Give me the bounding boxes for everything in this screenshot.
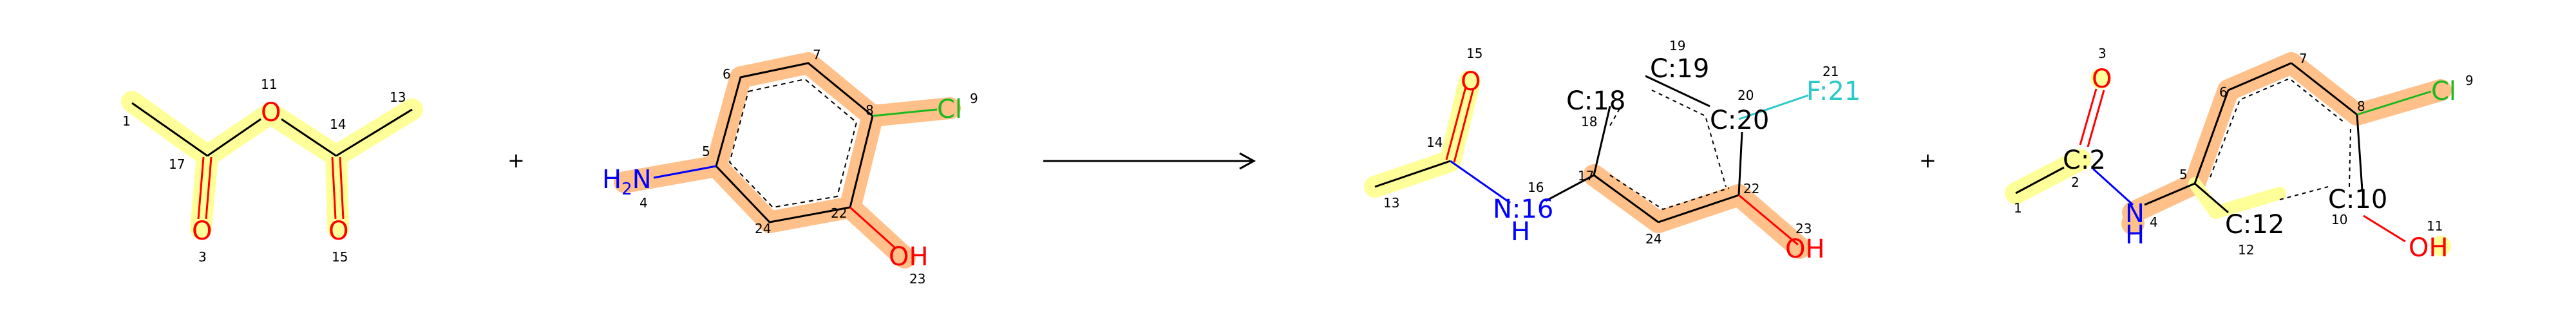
atom-index: 9 — [2465, 73, 2474, 88]
atom-label-f: F:21 — [1806, 77, 1861, 106]
atom-index: 13 — [1383, 195, 1399, 211]
atom-index: 17 — [1578, 168, 1594, 184]
atom-index: 9 — [970, 91, 978, 106]
atom-index: 6 — [2219, 84, 2228, 100]
atom-index: 5 — [702, 144, 710, 159]
atom-label-cl: Cl — [937, 95, 962, 124]
atom-index: 3 — [2098, 46, 2107, 61]
atom-index: 2 — [2071, 175, 2079, 190]
atom-index: 22 — [831, 205, 847, 221]
atom-index: 19 — [1669, 38, 1685, 53]
product-chloro-acetamide: O 3 C:2 2 N H 4 C:12 12 C:10 10 Cl 9 OH … — [2005, 46, 2474, 263]
atom-label-cl: Cl — [2431, 77, 2456, 106]
atom-index: 1 — [2014, 200, 2022, 216]
product-fluoro-acetamide: O 15 N:16 H 16 C:18 18 C:19 19 C:20 20 F… — [1364, 38, 1861, 264]
atom-index: 24 — [1645, 231, 1662, 247]
atom-label-h: H — [1511, 217, 1530, 247]
atom-label-o: O — [2092, 64, 2112, 94]
atom-label-amine: H2N — [602, 165, 652, 199]
atom-label-o: O — [192, 216, 212, 246]
atom-index: 8 — [2357, 99, 2365, 114]
atom-index: 24 — [755, 221, 771, 236]
atom-index: 15 — [1466, 46, 1482, 61]
plus-sign: + — [507, 148, 525, 173]
bond-layer — [2015, 62, 2432, 243]
atom-label-c: C:12 — [2225, 210, 2284, 240]
highlight-layer — [614, 52, 961, 269]
atom-label-c: C:2 — [2063, 146, 2106, 175]
atom-index: 7 — [813, 47, 821, 62]
atom-index: 8 — [866, 102, 874, 118]
atom-label-c: C:10 — [2328, 185, 2387, 214]
atom-index: 4 — [2150, 214, 2158, 230]
atom-index: 14 — [330, 117, 346, 132]
atom-index: 18 — [1581, 114, 1597, 129]
bond-layer — [131, 102, 413, 220]
reactant-aminochlorophenol: H2N 4 Cl 9 OH 23 6 7 5 8 24 22 — [602, 47, 978, 287]
atom-label-oh: OH — [2409, 233, 2448, 263]
atom-index: 5 — [2179, 167, 2188, 182]
atom-index: 16 — [1528, 180, 1544, 195]
atom-index: 22 — [1743, 181, 1759, 196]
atom-index: 12 — [2238, 242, 2254, 258]
reaction-arrow-icon — [1043, 152, 1256, 170]
atom-label-h: H — [2125, 220, 2145, 250]
atom-index: 4 — [639, 195, 648, 211]
atom-label-oh: OH — [889, 242, 929, 272]
plus-sign: + — [1919, 148, 1937, 173]
atom-index: 13 — [390, 90, 406, 105]
atom-index: 1 — [122, 113, 131, 129]
bond-layer — [653, 62, 938, 249]
atom-index: 15 — [332, 249, 348, 265]
atom-index: 6 — [723, 66, 731, 82]
atom-index: 14 — [1426, 135, 1443, 150]
atom-label-c: C:18 — [1566, 86, 1625, 116]
atom-label-o: O — [328, 216, 348, 246]
atom-index: 20 — [1738, 88, 1754, 103]
atom-index: 7 — [2299, 51, 2307, 66]
atom-label-o: O — [261, 98, 281, 128]
atom-label-n: N — [2125, 199, 2145, 229]
atom-index: 23 — [909, 271, 925, 287]
atom-index: 11 — [261, 77, 277, 92]
atom-index: 11 — [2427, 218, 2443, 234]
atom-label-c: C:20 — [1710, 106, 1769, 135]
atom-label-n: N:16 — [1493, 194, 1553, 224]
atom-label-o: O — [1461, 67, 1481, 97]
reactant-acetic-anhydride: O 11 O 3 O 15 1 17 14 13 — [121, 77, 423, 265]
atom-index: 21 — [1823, 64, 1839, 79]
atom-index: 23 — [1795, 221, 1812, 236]
atom-index: 3 — [198, 249, 207, 265]
atom-label-c: C:19 — [1650, 54, 1709, 84]
bond-layer — [1374, 75, 1809, 246]
atom-label-oh: OH — [1785, 234, 1825, 264]
atom-index: 17 — [169, 156, 185, 172]
atom-index: 10 — [2331, 212, 2347, 227]
